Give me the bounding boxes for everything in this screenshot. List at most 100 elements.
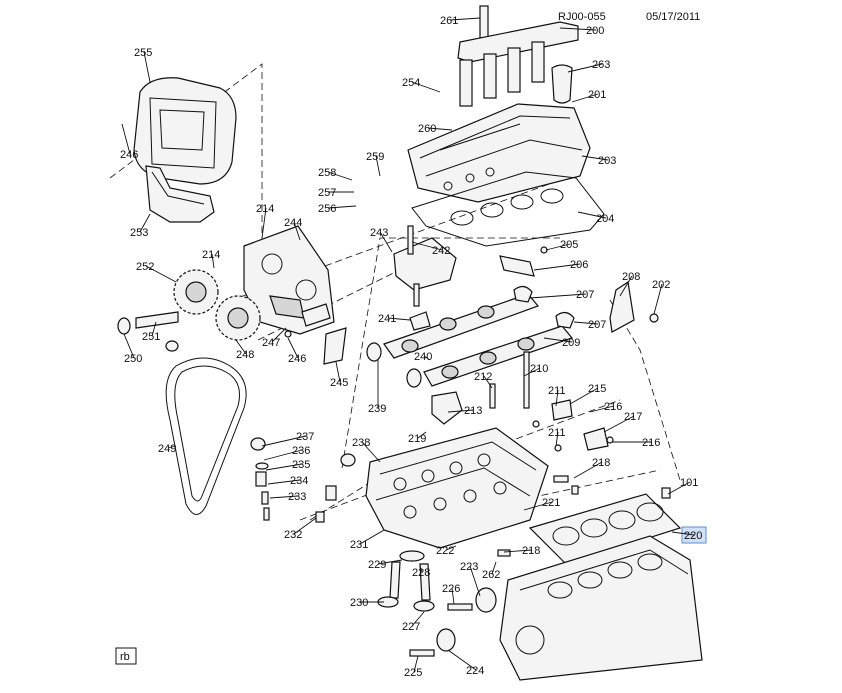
sensors	[532, 399, 614, 452]
callout-218: 218	[592, 457, 610, 469]
cam-solenoid-parts	[499, 246, 659, 333]
leader-line-244	[293, 221, 301, 241]
callout-221: 221	[542, 497, 560, 509]
valve-train-parts	[250, 437, 356, 523]
callout-260: 260	[418, 123, 436, 135]
leader-line-236	[263, 449, 303, 461]
camshafts	[383, 293, 574, 387]
leader-line-217	[603, 415, 635, 433]
diagram-code: RJ00-055	[558, 11, 606, 23]
callout-231: 231	[350, 539, 368, 551]
callout-246b: 246	[288, 353, 306, 365]
camshaft-sprockets	[173, 269, 261, 341]
callout-237: 237	[296, 431, 314, 443]
callout-261: 261	[440, 15, 458, 27]
leader-line-232	[293, 517, 317, 535]
leader-line-224	[447, 649, 477, 671]
callout-250: 250	[124, 353, 142, 365]
callout-202: 202	[652, 279, 670, 291]
leader-line-245	[335, 361, 341, 383]
callout-217: 217	[624, 411, 642, 423]
callout-216: 216	[604, 401, 622, 413]
leader-line-251	[151, 321, 157, 337]
cylinder-head	[365, 427, 549, 549]
leader-line-233	[269, 495, 299, 499]
leader-line-214	[261, 207, 267, 239]
leader-line-247	[271, 327, 287, 343]
leader-line-231	[359, 529, 385, 545]
callout-233: 233	[288, 491, 306, 503]
camshaft-seals	[366, 342, 422, 388]
camshaft-cover-gasket	[411, 171, 605, 247]
diagram-date: 05/17/2011	[646, 11, 700, 23]
leader-line-223	[469, 565, 481, 597]
leader-line-211	[555, 389, 559, 407]
leader-line-246	[121, 123, 131, 155]
callout-208: 208	[622, 271, 640, 283]
leader-line-201	[571, 93, 599, 103]
callout-214: 214	[256, 203, 274, 215]
leader-line-205	[545, 243, 571, 251]
leader-line-249	[167, 445, 177, 449]
sprocket-bolts	[117, 311, 179, 352]
callout-211b: 211	[548, 427, 566, 439]
callout-262: 262	[482, 569, 500, 581]
callout-101: 101	[680, 477, 698, 489]
leader-line-248	[235, 339, 247, 355]
camshaft-housing-front	[243, 225, 335, 335]
callout-214b: 214	[202, 249, 220, 261]
leader-line-218	[573, 461, 603, 479]
callout-204: 204	[596, 213, 614, 225]
leader-line-221	[523, 501, 553, 511]
callout-258: 258	[318, 167, 336, 179]
leader-line-207b	[573, 321, 599, 325]
callout-215: 215	[588, 383, 606, 395]
leader-line-212	[483, 375, 493, 389]
leader-line-206	[533, 263, 581, 271]
callout-247: 247	[262, 337, 280, 349]
callout-223: 223	[460, 561, 478, 573]
callout-251: 251	[142, 331, 160, 343]
timing-belt	[165, 357, 247, 515]
leader-line-238	[361, 441, 381, 463]
callout-229: 229	[368, 559, 386, 571]
leader-line-227	[411, 611, 425, 627]
leader-line-202	[653, 283, 663, 315]
leader-line-226	[451, 587, 455, 605]
callout-206: 206	[570, 259, 588, 271]
callout-213: 213	[464, 405, 482, 417]
callout-234: 234	[290, 475, 308, 487]
callout-248: 248	[236, 349, 254, 361]
callout-203: 203	[598, 155, 616, 167]
callout-246: 246	[120, 149, 138, 161]
lower-parts	[377, 475, 671, 657]
leader-line-243	[379, 231, 393, 253]
leader-line-101	[667, 481, 691, 495]
callout-263: 263	[592, 59, 610, 71]
callout-219: 219	[408, 433, 426, 445]
callout-259: 259	[366, 151, 384, 163]
callout-242: 242	[432, 245, 450, 257]
small-brackets	[284, 303, 431, 365]
engine-block	[499, 535, 703, 681]
leader-line-259	[375, 155, 381, 177]
leader-line-222	[445, 545, 457, 551]
callout-226: 226	[442, 583, 460, 595]
lower-timing-cover	[145, 165, 215, 223]
callout-210: 210	[530, 363, 548, 375]
leader-line-240	[423, 355, 431, 361]
leader-line-218b	[503, 549, 533, 553]
callout-236: 236	[292, 445, 310, 457]
leader-line-211b	[555, 431, 559, 447]
callout-239: 239	[368, 403, 386, 415]
callout-238: 238	[352, 437, 370, 449]
leader-line-204	[577, 211, 607, 219]
leader-line-220	[671, 531, 695, 536]
callout-201: 201	[588, 89, 606, 101]
callout-228: 228	[412, 567, 430, 579]
head-bolts	[431, 351, 530, 425]
leader-line-215	[569, 387, 599, 405]
callout-224: 224	[466, 665, 484, 677]
callout-211: 211	[548, 385, 566, 397]
